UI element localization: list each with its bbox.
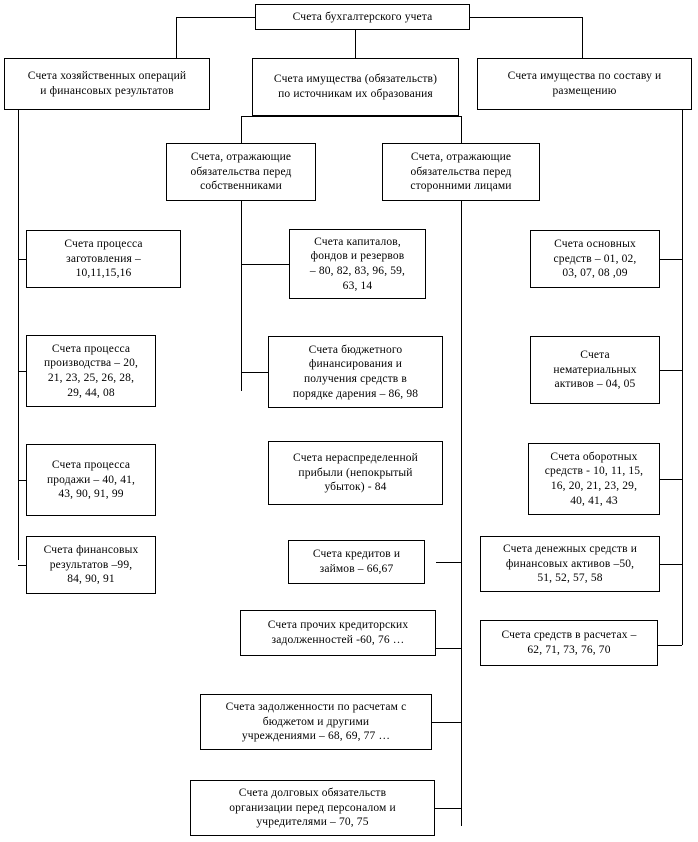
connector-line [355,30,356,58]
node-l1-operations[interactable]: Счета хозяйственных операций и финансовы… [4,58,210,110]
connector-line [241,264,289,265]
node-a-oborotnye[interactable]: Счета оборотных средств - 10, 11, 15, 16… [528,443,660,515]
connector-line [660,259,682,260]
connector-line [660,564,682,565]
node-label: Счета, отражающие обязательства перед ст… [410,150,512,193]
node-label: Счета нераспределенной прибыли (непокрыт… [293,451,418,494]
node-root[interactable]: Счета бухгалтерского учета [255,4,470,30]
node-label: Счета долговых обязательств организации … [229,786,396,829]
connector-line [18,110,19,560]
node-label: Счета имущества (обязательств) по источн… [273,73,438,100]
node-a-raschety[interactable]: Счета средств в расчетах – 62, 71, 73, 7… [480,620,658,666]
connector-line [18,259,26,260]
connector-line [18,565,26,566]
connector-line [470,17,582,18]
node-label: Счета кредитов и займов – 66,67 [312,548,401,575]
node-label: Счета капиталов, фондов и резервов – 80,… [309,235,406,292]
connector-line [176,17,177,58]
node-c-dolgovye[interactable]: Счета долговых обязательств организации … [190,780,435,836]
node-label: Счета имущества по составу и размещению [507,70,662,97]
connector-line [461,116,462,143]
connector-line [582,17,583,58]
connector-line [436,648,461,649]
node-p-prodazhi[interactable]: Счета процесса продажи – 40, 41, 43, 90,… [26,444,156,516]
node-label: Счета хозяйственных операций и финансовы… [27,70,187,97]
connector-line [682,110,683,645]
node-c-kapitaly[interactable]: Счета капиталов, фондов и резервов – 80,… [289,229,426,299]
connector-line [241,116,461,117]
connector-line [241,116,242,143]
node-l2-owners[interactable]: Счета, отражающие обязательства перед со… [166,143,316,201]
node-label: Счета нематериальных активов – 04, 05 [553,348,637,391]
connector-line [241,201,242,391]
node-label: Счета финансовых результатов –99, 84, 90… [43,543,139,586]
node-label: Счета оборотных средств - 10, 11, 15, 16… [544,450,644,507]
node-label: Счета задолженности по расчетам с бюджет… [225,700,407,743]
node-a-denezhnye[interactable]: Счета денежных средств и финансовых акти… [480,536,660,592]
node-c-kredity[interactable]: Счета кредитов и займов – 66,67 [288,540,425,584]
node-a-nematerialnye[interactable]: Счета нематериальных активов – 04, 05 [530,336,660,404]
node-a-osnovnye[interactable]: Счета основных средств – 01, 02, 03, 07,… [530,230,660,288]
node-label: Счета, отражающие обязательства перед со… [190,150,292,193]
node-label: Счета процесса производства – 20, 21, 23… [43,342,139,399]
node-p-finrez[interactable]: Счета финансовых результатов –99, 84, 90… [26,536,156,594]
node-l1-sources[interactable]: Счета имущества (обязательств) по источн… [252,58,459,116]
connector-line [461,201,462,826]
node-c-prochie[interactable]: Счета прочих кредиторских задолженностей… [240,610,436,656]
node-label: Счета процесса продажи – 40, 41, 43, 90,… [46,458,136,501]
node-label: Счета процесса заготовления – 10,11,15,1… [64,237,143,280]
connector-line [241,372,268,373]
node-c-byudzhet[interactable]: Счета бюджетного финансирования и получе… [268,336,443,408]
node-label: Счета прочих кредиторских задолженностей… [267,619,409,646]
node-l2-thirdparties[interactable]: Счета, отражающие обязательства перед ст… [382,143,540,201]
node-label: Счета средств в расчетах – 62, 71, 73, 7… [501,629,637,656]
connector-line [18,480,26,481]
connector-line [658,645,682,646]
connector-line [432,722,461,723]
node-label: Счета денежных средств и финансовых акти… [502,542,638,585]
connector-line [660,479,682,480]
connector-line [176,17,255,18]
connector-line [660,370,682,371]
node-p-zagotovlenie[interactable]: Счета процесса заготовления – 10,11,15,1… [26,230,181,288]
node-p-proizvodstvo[interactable]: Счета процесса производства – 20, 21, 23… [26,335,156,407]
connector-line [18,371,26,372]
node-l1-composition[interactable]: Счета имущества по составу и размещению [477,58,692,110]
node-label: Счета основных средств – 01, 02, 03, 07,… [553,237,637,280]
connector-line [435,808,461,809]
connector-line [436,562,461,563]
node-label: Счета бухгалтерского учета [292,10,433,23]
node-c-neraspred[interactable]: Счета нераспределенной прибыли (непокрыт… [268,441,443,505]
node-label: Счета бюджетного финансирования и получе… [292,343,419,400]
node-c-byudzhet-raschety[interactable]: Счета задолженности по расчетам с бюджет… [200,694,432,750]
